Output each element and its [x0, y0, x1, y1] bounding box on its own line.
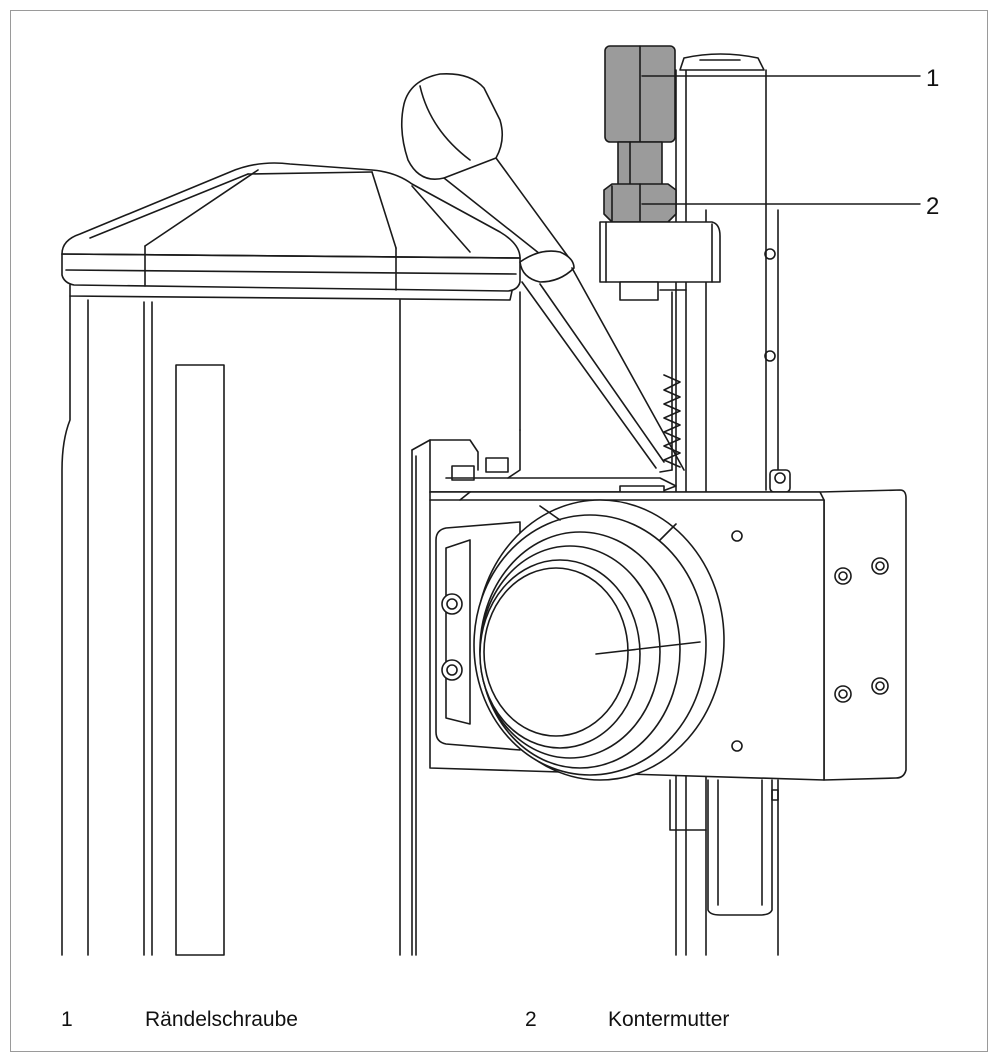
clamp-block — [599, 221, 721, 301]
column-housing — [61, 162, 521, 956]
callout-number-2: 2 — [926, 193, 939, 220]
drive-disc — [473, 499, 725, 781]
callout-number-1: 1 — [926, 65, 939, 92]
hand-lever — [400, 72, 685, 471]
lock-nut — [603, 183, 677, 223]
leader-lines — [641, 75, 921, 205]
knurled-screw — [604, 45, 676, 191]
